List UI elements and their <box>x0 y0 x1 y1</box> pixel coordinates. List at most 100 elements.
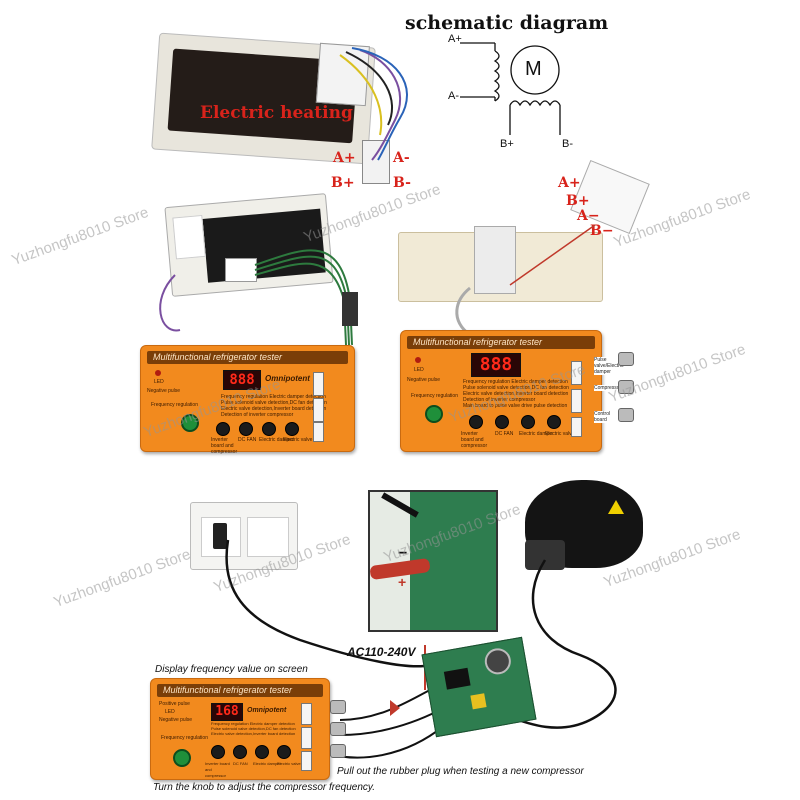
cable-gland-2 <box>618 380 634 394</box>
label-inverter: Inverter board and compressor <box>211 437 238 455</box>
button-dcfan[interactable] <box>239 422 253 436</box>
tester-desc-0: Frequency regulation Electric damper det… <box>221 394 326 400</box>
cable-gland-bottom-2 <box>330 722 346 736</box>
connector-b-plus: B+ <box>566 193 590 209</box>
heater-pin-a-minus: A- <box>393 150 410 166</box>
port-a[interactable] <box>301 703 312 725</box>
port-c[interactable] <box>301 751 312 771</box>
motor-symbol: M <box>525 58 542 80</box>
tester-pos-pulse: Positive pulse <box>159 701 190 707</box>
clip-plus: + <box>398 574 407 590</box>
tester-freq-label: Frequency regulation <box>151 402 198 408</box>
heater-pin-b-plus: B+ <box>331 175 355 191</box>
label-damper: Electric damper <box>519 431 554 437</box>
clip-minus: − <box>398 545 408 562</box>
button-dcfan[interactable] <box>495 415 509 429</box>
tester-led-label: LED <box>165 709 175 715</box>
label-dcfan: DC FAN <box>233 761 248 766</box>
tester-bottom: Multifunctional refrigerator tester Posi… <box>150 678 330 780</box>
cable-gland-bottom-3 <box>330 744 346 758</box>
wall-outlet <box>190 502 298 570</box>
tester-neg-pulse: Negative pulse <box>159 717 193 723</box>
port-b[interactable] <box>313 398 324 422</box>
port-b[interactable] <box>301 727 312 749</box>
cable-gland-1 <box>618 352 634 366</box>
tester-desc-1: Pulse solenoid valve detection,DC fan de… <box>211 726 296 731</box>
tester-desc-3: Detection of inverter compressor <box>221 412 294 418</box>
cable-gland-3 <box>618 408 634 422</box>
schematic-a-minus: A- <box>448 90 459 102</box>
button-damper[interactable] <box>521 415 535 429</box>
caption-ac-voltage: AC110-240V <box>347 645 416 659</box>
tester-desc-3: Detection of inverter compressor <box>463 397 536 403</box>
label-damper: Electric damper <box>259 437 294 443</box>
port-label-comp: Compressor <box>594 385 622 391</box>
frequency-knob[interactable] <box>173 749 191 767</box>
port-a[interactable] <box>313 372 324 396</box>
tester-display: 888 <box>223 370 261 390</box>
label-valve: Electric valve <box>283 437 313 443</box>
label-valve: Electric valve <box>277 761 301 766</box>
tester-led <box>415 357 421 363</box>
button-damper[interactable] <box>255 745 269 759</box>
label-valve: Electric valve <box>545 431 575 437</box>
caption-knob: Turn the knob to adjust the compressor f… <box>153 782 375 793</box>
tester-title: Multifunctional refrigerator tester <box>157 684 323 697</box>
caption-rubber-plug: Pull out the rubber plug when testing a … <box>337 766 584 777</box>
port-a[interactable] <box>571 361 582 385</box>
motor-schematic <box>460 42 561 135</box>
button-valve[interactable] <box>277 745 291 759</box>
heater-label: Electric heating <box>200 103 353 123</box>
heater-pin-b-minus: B- <box>393 175 411 191</box>
schematic-b-minus: B- <box>562 138 573 150</box>
button-damper[interactable] <box>262 422 276 436</box>
frequency-knob[interactable] <box>425 405 443 423</box>
tester-desc-2: Electric valve detection,Inverter board … <box>463 391 569 397</box>
tester-title: Multifunctional refrigerator tester <box>407 336 595 349</box>
tester-freq-label: Frequency regulation <box>411 393 458 399</box>
tester-brand: Omnipotent <box>247 707 287 714</box>
port-c[interactable] <box>313 422 324 442</box>
tester-led-label: LED <box>414 367 424 373</box>
compressor-terminal-cover <box>525 540 565 570</box>
tester-mid-left: Multifunctional refrigerator tester LED … <box>140 345 355 455</box>
button-valve[interactable] <box>285 422 299 436</box>
pcb-closeup-frame <box>368 490 498 632</box>
board-plug <box>225 258 257 282</box>
tester-desc-1: Pulse solenoid valve detection,DC fan de… <box>463 385 569 391</box>
label-inverter: Inverter board and compressor <box>461 431 488 449</box>
port-b[interactable] <box>571 389 582 413</box>
button-dcfan[interactable] <box>233 745 247 759</box>
tester-freq-label: Frequency regulation <box>161 735 208 741</box>
tester-brand: Omnipotent <box>265 374 310 383</box>
button-inverter[interactable] <box>211 745 225 759</box>
port-label-power: Control board <box>594 411 622 423</box>
tester-mid-right: Multifunctional refrigerator tester LED … <box>400 330 602 452</box>
cable-gland-bottom-1 <box>330 700 346 714</box>
frequency-knob[interactable] <box>181 414 199 432</box>
compressor-warning-label <box>608 500 624 514</box>
tester-desc-2: Electric valve detection,Inverter board … <box>211 731 296 736</box>
caption-display: Display frequency value on screen <box>155 664 308 675</box>
label-dcfan: DC FAN <box>238 437 257 443</box>
schematic-b-plus: B+ <box>500 138 514 150</box>
damper-motor-box <box>474 226 516 294</box>
schematic-a-plus: A+ <box>448 33 462 45</box>
wire-connector <box>342 292 358 326</box>
button-inverter[interactable] <box>469 415 483 429</box>
tester-display: 888 <box>471 353 521 377</box>
connector-a-plus: A+ <box>558 175 581 191</box>
inverter-pcb <box>421 636 537 738</box>
tester-desc-4: Main board to pulse valve drive pulse de… <box>463 403 568 409</box>
heater-pin-a-plus: A+ <box>333 150 356 166</box>
port-c[interactable] <box>571 417 582 437</box>
tester-desc-1: Pulse solenoid valve detection,DC fan de… <box>221 400 327 406</box>
port-label-pulse: Pulse valve/Electric damper <box>594 357 624 375</box>
connector-a-minus: A− <box>577 208 600 224</box>
tester-title: Multifunctional refrigerator tester <box>147 351 348 364</box>
tester-led <box>155 370 161 376</box>
button-inverter[interactable] <box>216 422 230 436</box>
button-valve[interactable] <box>547 415 561 429</box>
